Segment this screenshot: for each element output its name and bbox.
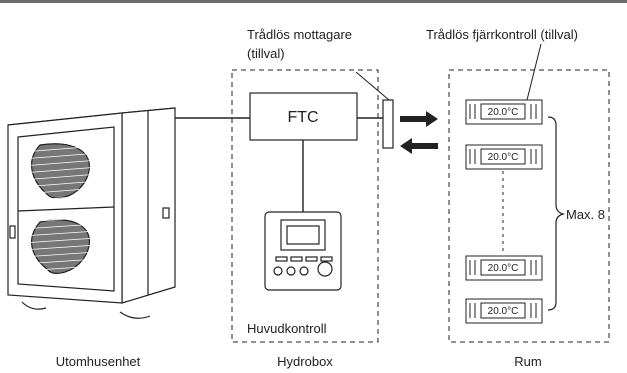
wireless-receiver-label-line2: (tillval) (247, 46, 285, 61)
wireless-receiver-label-line1: Trådlös mottagare (247, 27, 352, 42)
thermostat-temp: 20.0°C (488, 306, 519, 317)
main-controller-label: Huvudkontroll (247, 321, 327, 336)
hydrobox-label: Hydrobox (277, 354, 333, 369)
remote-leader (526, 43, 542, 101)
thermostat-temp: 20.0°C (488, 107, 519, 118)
thermostat-2 (465, 144, 543, 170)
arrow-right-icon (400, 111, 438, 127)
thermostat-4 (465, 298, 543, 324)
max-label: Max. 8 (566, 207, 605, 222)
brace-icon (547, 116, 566, 311)
thermostat-temp: 20.0°C (488, 263, 519, 274)
wireless-remote-label: Trådlös fjärrkontroll (tillval) (426, 27, 578, 42)
signal-arrows (400, 111, 438, 154)
top-rule (0, 0, 627, 3)
ftc-box (249, 92, 358, 141)
outdoor-unit-icon (7, 107, 176, 319)
thermostat-temp: 20.0°C (488, 152, 519, 163)
arrow-left-icon (400, 138, 438, 154)
receiver-leader (355, 71, 390, 101)
main-controller-icon (264, 211, 342, 291)
wireless-receiver-icon (382, 99, 394, 149)
room-label: Rum (514, 354, 541, 369)
thermostat-3 (465, 255, 543, 281)
hydrobox-area (231, 69, 379, 343)
outdoor-unit-label: Utomhusenhet (56, 354, 141, 369)
ftc-label: FTC (287, 109, 318, 126)
thermostat-1 (465, 99, 543, 125)
